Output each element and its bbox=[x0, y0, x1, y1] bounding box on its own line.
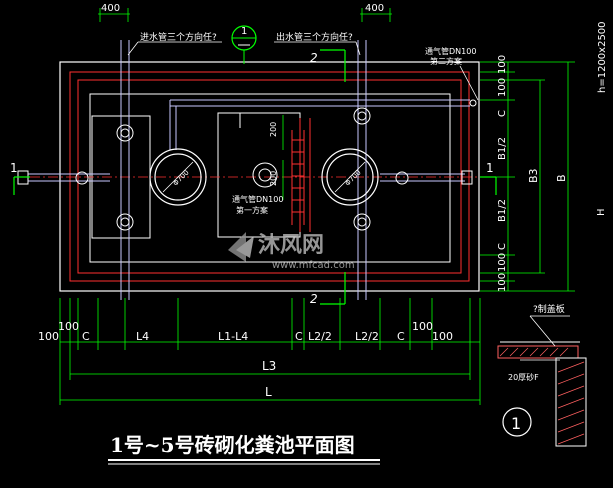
manholes bbox=[149, 148, 379, 206]
rdim-100-c: 100 bbox=[497, 253, 508, 272]
vent-right-label: 通气管DN100 bbox=[425, 46, 476, 56]
fitting-top-right bbox=[353, 107, 371, 125]
bottom-dim-lines bbox=[59, 298, 481, 405]
tank-outlines bbox=[30, 61, 480, 292]
outer-wall bbox=[59, 61, 480, 292]
dim-c-right: C bbox=[397, 330, 405, 343]
dim-100-b: 100 bbox=[58, 320, 79, 333]
ladder bbox=[291, 130, 305, 225]
section-mark-num: 1 bbox=[241, 26, 247, 37]
wall-inner-red-2 bbox=[77, 79, 462, 274]
dim-100-d: 100 bbox=[432, 330, 453, 343]
dim-100-a: 100 bbox=[38, 330, 59, 343]
detail-thick-label: 20厚砂F bbox=[508, 372, 539, 382]
rdim-c-bottom: C bbox=[497, 243, 508, 250]
watermark-brand: 沐风网 bbox=[258, 233, 324, 258]
drawing-title: 1号~5号砖砌化粪池平面图 bbox=[110, 433, 355, 457]
rdim-c-top: C bbox=[497, 110, 508, 117]
top-dimension-lines bbox=[98, 8, 392, 22]
watermark bbox=[228, 232, 254, 262]
pipe-fittings bbox=[17, 99, 477, 231]
watermark-logo-icon bbox=[228, 232, 246, 262]
section-1-left: 1 bbox=[10, 161, 18, 175]
dim-l2-half-a: L2/2 bbox=[308, 330, 332, 343]
rdim-100-d: 100 bbox=[497, 273, 508, 292]
rdim-100-a: 100 bbox=[497, 55, 508, 74]
right-edge-h: H bbox=[596, 208, 607, 216]
dim-l3: L3 bbox=[262, 359, 276, 373]
bottom-dim-row1: 100 100 C L4 L1-L4 C L2/2 L2/2 C 100 100 bbox=[38, 320, 453, 343]
manhole-left bbox=[149, 148, 207, 206]
wall-inner-red bbox=[69, 71, 470, 282]
vent-fitting-center bbox=[252, 162, 278, 188]
dim-l: L bbox=[265, 385, 272, 399]
inlet-note: 进水管三个方向任? bbox=[140, 31, 217, 43]
vent-center-label: 通气管DN100 bbox=[232, 194, 283, 204]
detail-cover-label: ?制盖板 bbox=[533, 303, 565, 315]
section-marker-1-1 bbox=[231, 25, 257, 64]
dim-100-c: 100 bbox=[412, 320, 433, 333]
dim-l1-l4: L1-L4 bbox=[218, 330, 248, 343]
detail-circle-label: 1 bbox=[511, 414, 521, 433]
section-cut-2 bbox=[320, 49, 346, 305]
top-dim-right: 400 bbox=[365, 3, 384, 14]
rdim-b1-half-a: B1/2 bbox=[497, 137, 508, 160]
fitting-top-left bbox=[116, 124, 134, 142]
rdim-b1-half-b: B1/2 bbox=[497, 199, 508, 222]
outlet-note: 出水管三个方向任? bbox=[276, 31, 353, 43]
right-dim-lines bbox=[480, 61, 575, 292]
inner-chamber bbox=[89, 93, 451, 263]
rdim-100-b: 100 bbox=[497, 78, 508, 97]
vent-right-sublabel: 第二方案 bbox=[430, 56, 462, 66]
dim-200-a: 200 bbox=[269, 122, 278, 137]
dim-l4: L4 bbox=[136, 330, 149, 343]
rdim-b: B bbox=[555, 174, 568, 182]
section-2-top: 2 bbox=[310, 51, 318, 65]
vent-center-sublabel: 第一方案 bbox=[236, 205, 268, 215]
pipes bbox=[28, 40, 470, 300]
detail-1 bbox=[497, 315, 587, 447]
dim-c-left: C bbox=[82, 330, 90, 343]
right-dim-labels: 100 100 C B1/2 B1/2 C 100 100 B3 B bbox=[497, 55, 568, 292]
fitting-bottom-left bbox=[116, 213, 134, 231]
dim-200-b: 200 bbox=[269, 171, 278, 186]
rdim-b3: B3 bbox=[527, 168, 540, 183]
watermark-url: www.mfcad.com bbox=[272, 260, 355, 271]
section-2-bottom: 2 bbox=[310, 292, 318, 306]
section-1-right: 1 bbox=[486, 161, 494, 175]
fitting-bottom-right bbox=[353, 213, 371, 231]
right-edge-note: h=1200x2500 bbox=[597, 21, 608, 93]
dim-c-mid: C bbox=[295, 330, 303, 343]
manhole-right bbox=[321, 148, 379, 206]
dim-l2-half-b: L2/2 bbox=[355, 330, 379, 343]
top-dim-left: 400 bbox=[101, 3, 120, 14]
